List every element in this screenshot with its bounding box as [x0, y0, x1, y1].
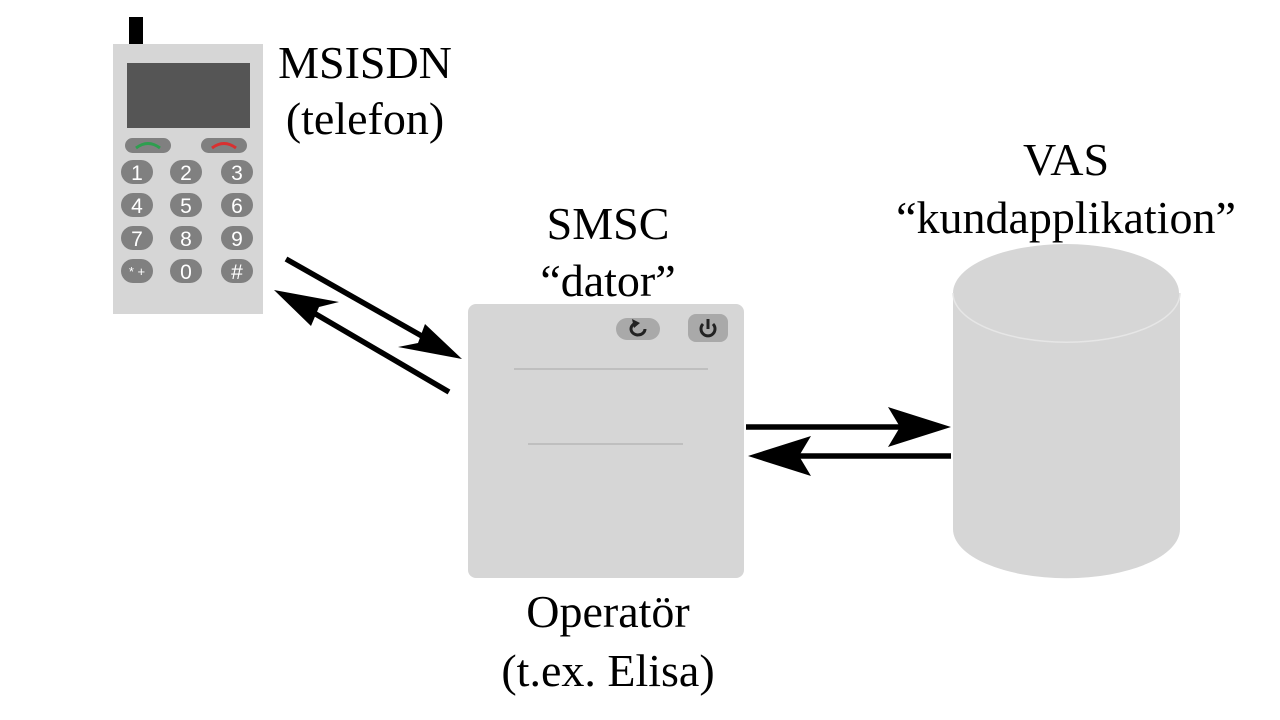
keypad-key[interactable]: 5	[170, 193, 202, 218]
keypad-key[interactable]: #	[221, 259, 253, 284]
vas-database	[952, 244, 1181, 579]
smsc-body	[468, 304, 744, 578]
phone-keypad: 1 2 3 4 5 6 7 8 9 * + 0 #	[121, 160, 253, 284]
smsc-power-button[interactable]	[688, 314, 728, 342]
arrow-phone-to-smsc	[284, 256, 462, 359]
call-icon	[135, 142, 161, 150]
refresh-icon	[629, 319, 647, 337]
keypad-key-label: 2	[180, 162, 192, 185]
keypad-key[interactable]: 6	[221, 193, 253, 218]
keypad-key[interactable]: 9	[221, 226, 253, 251]
phone-label-line1: MSISDN	[278, 37, 452, 88]
vas-label-line2: “kundapplikation”	[896, 192, 1236, 243]
keypad-key-label: 1	[131, 162, 143, 185]
smsc-label-line2: “dator”	[540, 255, 675, 306]
keypad-key[interactable]: 1	[121, 160, 153, 185]
keypad-key-label: 5	[180, 195, 192, 218]
mobile-phone: 1 2 3 4 5 6 7 8 9 * + 0 #	[113, 17, 263, 314]
smsc-caption-line2: (t.ex. Elisa)	[501, 645, 714, 696]
keypad-key[interactable]: 0	[170, 259, 202, 284]
smsc-label-line1: SMSC	[547, 198, 670, 249]
keypad-key-label: * +	[129, 264, 145, 279]
call-button[interactable]	[125, 138, 171, 153]
phone-label-line2: (telefon)	[286, 93, 444, 144]
keypad-key-label: 0	[180, 261, 192, 284]
phone-screen	[127, 63, 250, 128]
vas-cylinder-top	[953, 244, 1179, 342]
keypad-key-label: 3	[231, 162, 243, 185]
keypad-key-label: 9	[231, 228, 243, 251]
keypad-key-label: 7	[131, 228, 143, 251]
keypad-key-label: #	[231, 261, 243, 284]
hangup-icon	[211, 142, 237, 150]
power-icon	[699, 319, 717, 338]
arrow-vas-to-smsc	[748, 436, 951, 476]
smsc-server	[468, 304, 744, 578]
keypad-key-label: 4	[131, 195, 143, 218]
vas-label-line1: VAS	[1023, 134, 1109, 185]
keypad-key-label: 6	[231, 195, 243, 218]
arrow-smsc-to-phone	[274, 290, 451, 395]
phone-antenna	[129, 17, 143, 45]
vas-cylinder-body	[953, 293, 1180, 579]
keypad-key[interactable]: 2	[170, 160, 202, 185]
arrow-smsc-to-vas	[746, 407, 951, 447]
keypad-key[interactable]: 4	[121, 193, 153, 218]
keypad-key[interactable]: 8	[170, 226, 202, 251]
keypad-key-label: 8	[180, 228, 192, 251]
hangup-button[interactable]	[201, 138, 247, 153]
smsc-refresh-button[interactable]	[616, 318, 660, 340]
keypad-key[interactable]: 7	[121, 226, 153, 251]
keypad-key[interactable]: * +	[121, 259, 153, 283]
keypad-key[interactable]: 3	[221, 160, 253, 185]
smsc-caption-line1: Operatör	[526, 586, 689, 637]
